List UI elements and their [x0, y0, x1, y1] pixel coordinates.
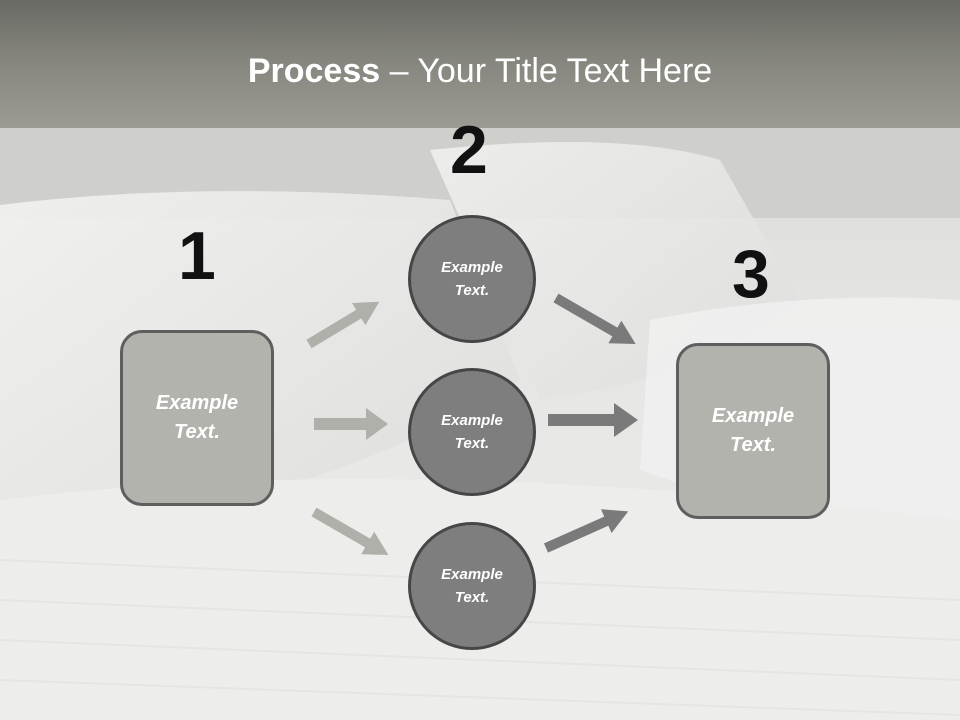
arrow-1-to-top: [306, 301, 380, 349]
step-number-3: 3: [732, 236, 770, 312]
middle-node-top-text: Example Text.: [441, 259, 503, 299]
title-bar: [0, 0, 960, 128]
arrow-middle-to-3: [548, 403, 638, 437]
arrow-top-to-3: [553, 293, 636, 344]
middle-node-center-text: Example Text.: [441, 412, 503, 452]
middle-node-center: Example Text.: [408, 368, 536, 496]
arrow-bottom-to-3: [543, 509, 629, 553]
step-1-box: Example Text.: [120, 330, 274, 506]
arrow-1-to-bottom: [311, 507, 389, 555]
arrow-1-to-middle: [314, 408, 388, 440]
right-arrows: [543, 293, 638, 553]
middle-node-bottom: Example Text.: [408, 522, 536, 650]
step-number-1: 1: [178, 218, 216, 294]
step-3-text: Example Text.: [711, 405, 795, 456]
step-number-2: 2: [450, 112, 488, 188]
middle-node-top: Example Text.: [408, 215, 536, 343]
left-arrows: [306, 301, 389, 555]
title-rest: – Your Title Text Here: [380, 52, 713, 90]
middle-node-bottom-text: Example Text.: [441, 566, 503, 606]
page-title: Process – Your Title Text Here: [0, 52, 960, 91]
title-bold: Process: [247, 52, 381, 90]
step-1-text: Example Text.: [155, 392, 239, 443]
step-3-box: Example Text.: [676, 343, 830, 519]
